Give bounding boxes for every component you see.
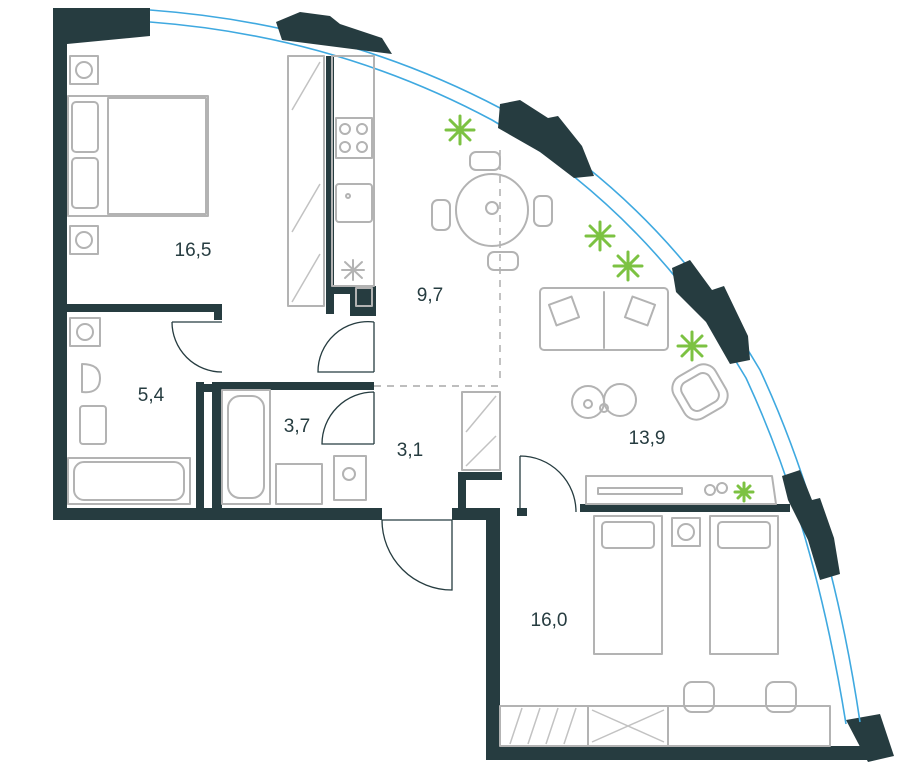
washing-machine-icon: [69, 317, 101, 347]
bedroom-master-furniture: [67, 55, 209, 255]
facade-pier: [276, 12, 392, 54]
nightstand-icon: [671, 517, 701, 547]
armchair-icon: [671, 363, 729, 421]
sink-icon: [275, 463, 323, 505]
room-area-bedroom-kids: 16,0: [531, 610, 568, 631]
doors: [171, 320, 577, 591]
nightstand-icon: [69, 55, 99, 255]
wardrobe-icon: [287, 55, 325, 307]
bathroom-door[interactable]: [171, 321, 223, 373]
plant-icon: [733, 481, 755, 503]
kitchen-furniture: [287, 55, 375, 307]
bathtub-icon: [221, 389, 271, 505]
bathtub-icon: [67, 457, 191, 505]
outer-walls: [53, 8, 894, 762]
plant-icon: [612, 250, 644, 282]
fridge-icon: [341, 259, 365, 281]
room-area-living: 13,9: [629, 428, 666, 449]
room-area-washroom: 3,7: [284, 416, 310, 437]
facade-pier: [782, 470, 840, 580]
facade-pier: [672, 260, 750, 364]
room-area-kitchen: 9,7: [417, 285, 443, 306]
dining-table-icon: [431, 151, 553, 271]
stove-icon: [335, 117, 373, 159]
room-area-bathroom: 5,4: [138, 385, 165, 406]
bathroom-fixtures: [67, 317, 191, 505]
curved-facade: [149, 9, 861, 725]
bed-icon: [67, 95, 209, 217]
plant-icon: [584, 220, 616, 252]
kids-room-door[interactable]: [519, 455, 577, 513]
toilet-icon: [333, 455, 367, 502]
washroom-fixtures: [221, 389, 367, 505]
room-labels: 16,5 9,7 5,4 3,7 3,1 13,9 16,0: [138, 240, 666, 631]
bed-icon: [593, 515, 663, 655]
tv-stand-icon: [585, 475, 777, 505]
sink-icon: [335, 183, 373, 223]
bed-icon: [709, 515, 779, 655]
sofa-icon: [539, 287, 669, 351]
entrance-door[interactable]: [381, 519, 453, 591]
facade-pier: [498, 100, 594, 178]
plant-icon: [444, 114, 476, 146]
room-area-hallway: 3,1: [397, 440, 423, 461]
desk-icon: [499, 705, 831, 747]
toilet-icon: [81, 363, 101, 394]
kitchen-counter-icon: [331, 55, 375, 287]
washroom-door[interactable]: [321, 391, 375, 445]
kitchen-door[interactable]: [317, 320, 375, 373]
hall-closet-icon: [461, 391, 501, 471]
chair-icon: [683, 681, 797, 713]
room-area-bedroom-master: 16,5: [175, 240, 212, 261]
coffee-table-icon: [571, 383, 637, 419]
plant-icon: [676, 330, 708, 362]
zone-lines: [374, 150, 501, 387]
sink-icon: [79, 405, 107, 445]
